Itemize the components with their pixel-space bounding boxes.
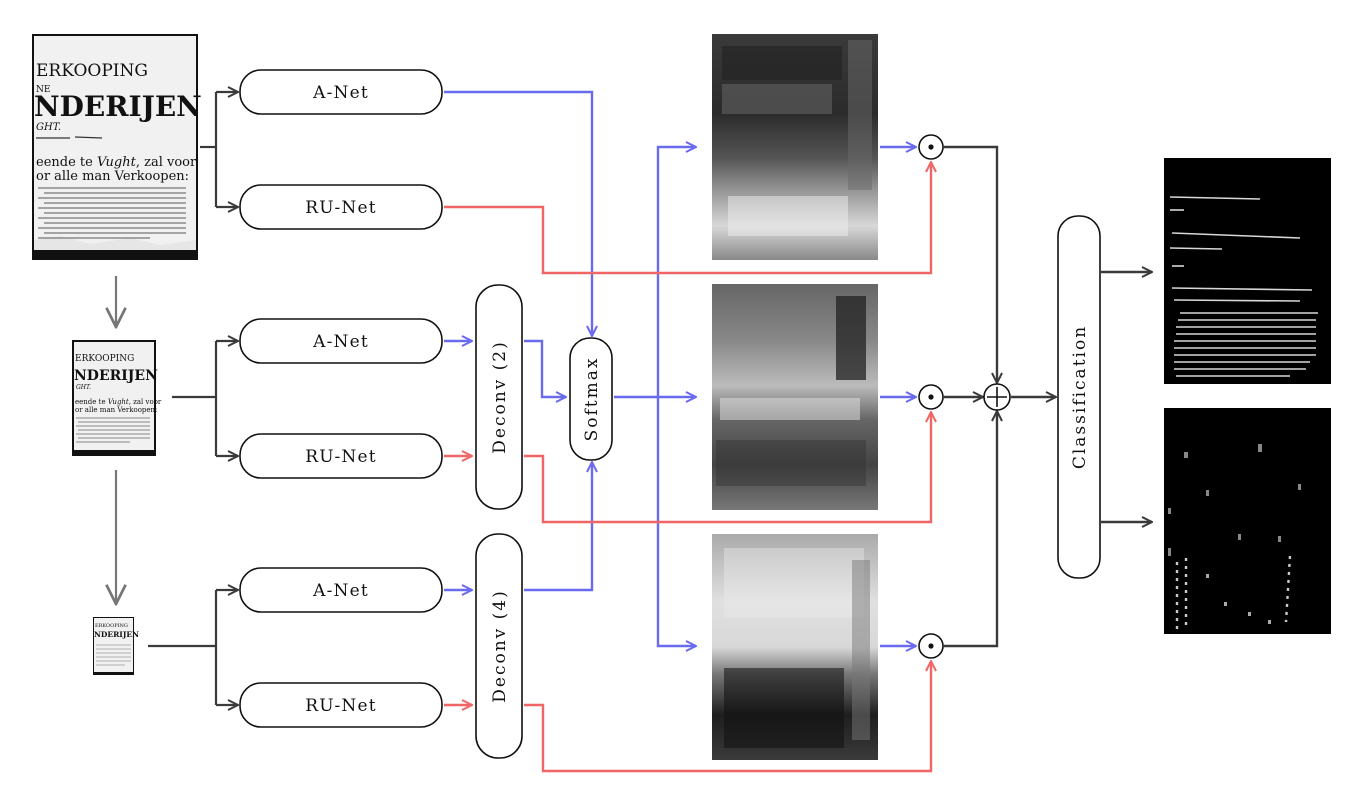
doc-title-line3: NDERIJEN <box>34 90 202 123</box>
fusion-arrows <box>943 145 1152 648</box>
doc-medium-line1: ERKOOPING <box>75 354 134 364</box>
hadamard-operator-3 <box>918 633 944 659</box>
runet-node-scale3: RU-Net <box>239 682 443 728</box>
input-document-large: ERKOOPING NE NDERIJEN GHT. eende te Vugh… <box>32 34 202 260</box>
runet-label-2: RU-Net <box>305 447 377 467</box>
doc-text-line6: or alle man Verkoopen: <box>36 169 189 184</box>
doc-medium-line5: eende te Vught, zal voor <box>75 398 162 406</box>
runet-node-scale2: RU-Net <box>239 433 443 479</box>
doc-medium-line6: or alle man Verkoopen: <box>75 406 157 414</box>
input-document-medium: ERKOOPING NDERIJEN GHT. eende te Vught, … <box>72 340 162 456</box>
anet-label-3: A-Net <box>312 581 369 601</box>
doc-title-line2: NE <box>36 85 50 95</box>
anet-node-scale2: A-Net <box>239 318 443 364</box>
doc-body-text-medium <box>76 417 150 443</box>
hadamard-operator-2 <box>918 384 944 410</box>
doc-small-line1: ERKOOPING <box>95 623 128 629</box>
doc-medium-line3: NDERIJEN <box>74 368 158 384</box>
doc-body-text-small <box>96 644 131 666</box>
branch-connectors <box>148 92 238 705</box>
output-baseline-map <box>1164 158 1331 384</box>
softmax-label: Softmax <box>582 357 602 442</box>
deconv2-node: Deconv (2) <box>475 284 523 510</box>
doc-title-line1: ERKOOPING <box>36 61 148 81</box>
sum-operator <box>983 383 1011 411</box>
deconv4-label: Deconv (4) <box>490 589 510 702</box>
classification-label: Classification <box>1070 325 1090 469</box>
doc-body-text-large <box>38 187 186 239</box>
doc-small-line3: NDERIJEN <box>94 630 139 639</box>
input-document-small: ERKOOPING NDERIJEN <box>93 617 139 675</box>
attention-arrows <box>444 90 916 646</box>
attention-map-scale3 <box>712 534 878 760</box>
classification-node: Classification <box>1057 215 1101 579</box>
attention-map-scale1 <box>712 34 878 260</box>
anet-label-1: A-Net <box>312 83 369 103</box>
runet-node-scale1: RU-Net <box>239 184 443 230</box>
anet-label-2: A-Net <box>312 332 369 352</box>
anet-node-scale1: A-Net <box>239 69 443 115</box>
output-separator-map <box>1164 408 1331 634</box>
doc-medium-line4: GHT. <box>76 384 91 391</box>
segmentation-arrows <box>444 162 931 773</box>
doc-title-line4: GHT. <box>36 122 61 133</box>
deconv2-label: Deconv (2) <box>490 340 510 453</box>
deconv4-node: Deconv (4) <box>475 533 523 759</box>
hadamard-operator-1 <box>918 134 944 160</box>
doc-text-line5: eende te Vught, zal voor <box>36 155 197 170</box>
softmax-node: Softmax <box>569 337 613 461</box>
anet-node-scale3: A-Net <box>239 567 443 613</box>
attention-map-scale2 <box>712 284 878 510</box>
runet-label-3: RU-Net <box>305 696 377 716</box>
runet-label-1: RU-Net <box>305 198 377 218</box>
